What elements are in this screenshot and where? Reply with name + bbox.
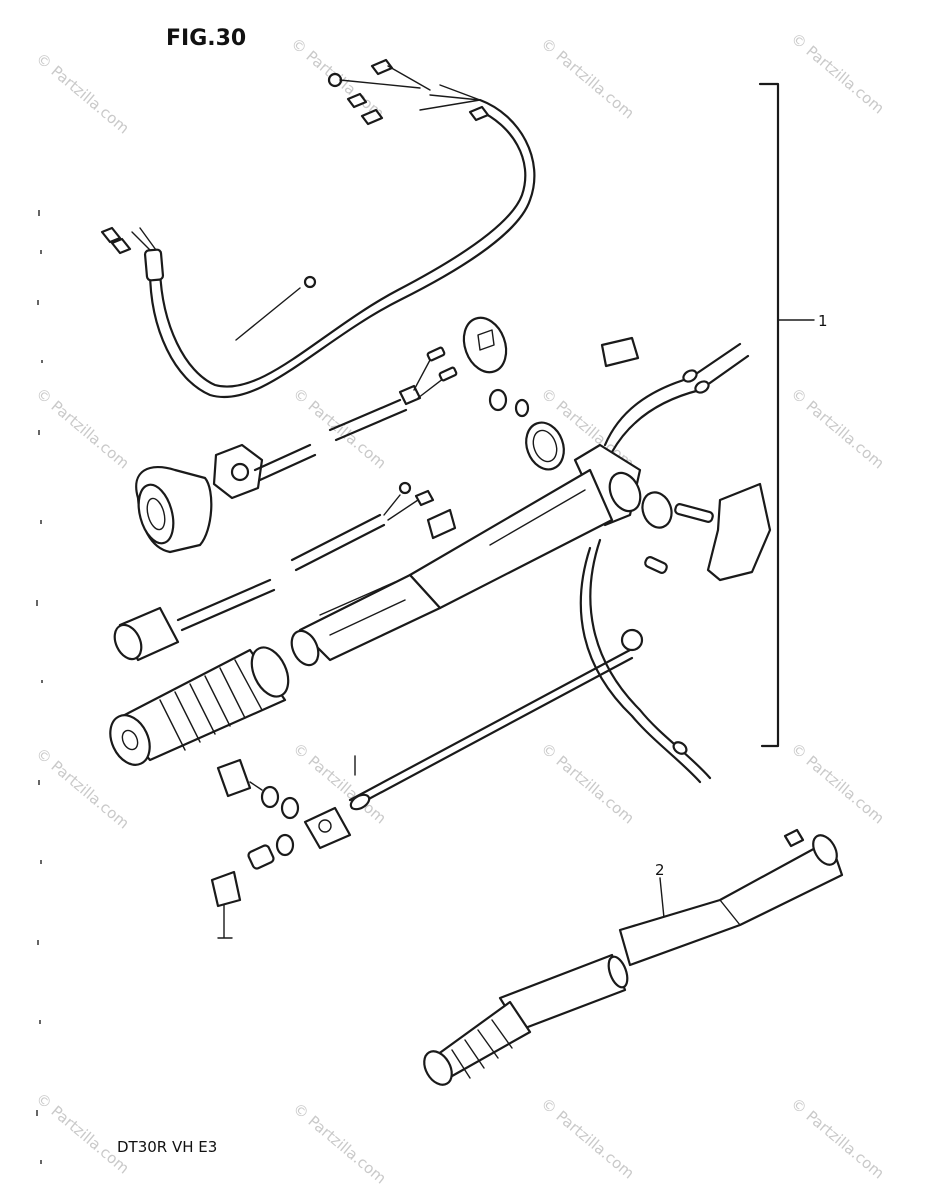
figure-label: FIG.30 — [166, 26, 246, 51]
cable-clip — [600, 336, 640, 368]
wiring-harness — [100, 58, 536, 398]
watermark: © Partzilla.com — [289, 1099, 389, 1187]
watermark: © Partzilla.com — [537, 34, 637, 122]
throttle-cables — [579, 342, 750, 784]
stop-switch — [113, 481, 457, 662]
throttle-grip — [109, 646, 290, 766]
watermark: © Partzilla.com — [32, 1089, 132, 1177]
assembly-bracket — [758, 82, 815, 748]
watermark: © Partzilla.com — [787, 739, 887, 827]
watermark: © Partzilla.com — [32, 49, 132, 137]
watermark: © Partzilla.com — [537, 1094, 637, 1182]
tiller-handle-assembly-2 — [423, 828, 844, 1086]
watermark: © Partzilla.com — [537, 739, 637, 827]
callout-2-leader — [659, 877, 665, 919]
watermark: © Partzilla.com — [787, 29, 887, 117]
throttle-rod — [348, 628, 644, 811]
watermark: © Partzilla.com — [787, 1094, 887, 1182]
tiller-handle-assembly — [290, 443, 642, 667]
kill-switch — [135, 346, 458, 554]
pivot-parts — [641, 482, 772, 582]
callout-2: 2 — [655, 861, 665, 879]
scan-specks — [36, 210, 43, 1164]
model-code: DT30R VH E3 — [117, 1138, 217, 1156]
callout-1: 1 — [818, 312, 828, 330]
washers — [462, 316, 565, 471]
friction-adjuster — [210, 758, 352, 939]
watermark: © Partzilla.com — [787, 384, 887, 472]
watermark: © Partzilla.com — [32, 384, 132, 472]
watermark: © Partzilla.com — [32, 744, 132, 832]
